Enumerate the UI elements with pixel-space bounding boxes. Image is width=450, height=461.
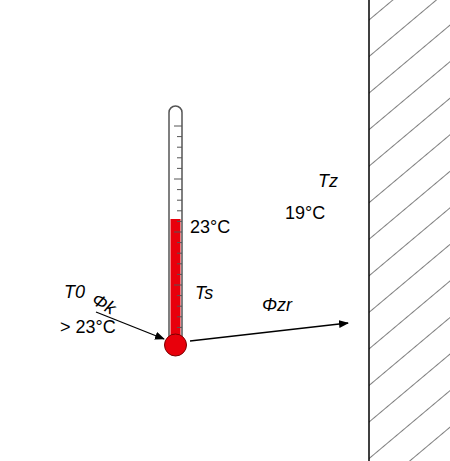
temperature-symbol: Tz — [318, 172, 338, 190]
heat-flow-symbol: Φzr — [262, 296, 292, 314]
heat-flow-symbol: Φk — [89, 290, 119, 318]
temperature-reading: 23°C — [190, 218, 230, 236]
heat-flow-arrows — [96, 312, 348, 341]
wall — [369, 0, 450, 461]
temperature-symbol: Ts — [195, 284, 213, 302]
temperature-symbol: T0 — [64, 283, 85, 301]
thermometer — [165, 106, 187, 356]
temperature-value: 19°C — [285, 204, 325, 222]
temperature-value: > 23°C — [60, 318, 116, 336]
